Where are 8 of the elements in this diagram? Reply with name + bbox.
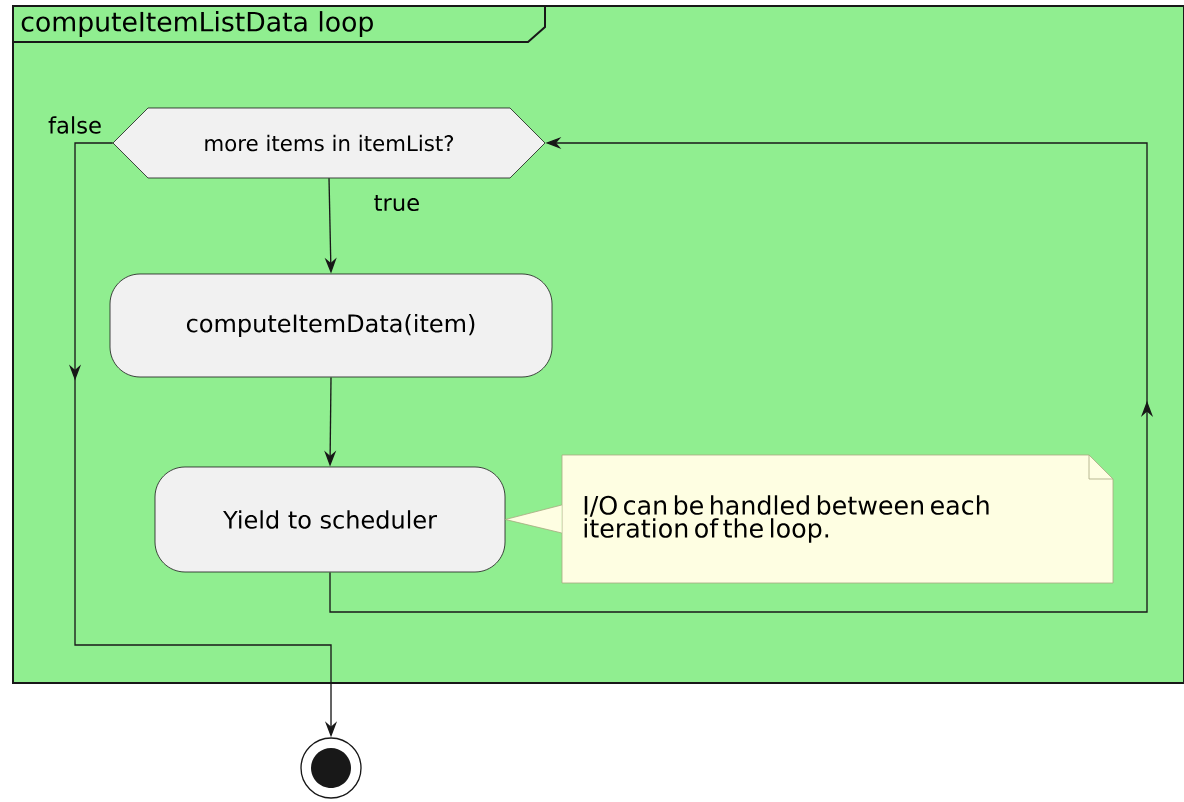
action-box: computeItemData(item)	[109, 273, 553, 378]
edge-label: false	[48, 116, 101, 134]
note: I/O can be handled between each iteration of the loop.	[561, 454, 1114, 584]
edge-label: true	[374, 194, 419, 212]
note-pointer	[505, 504, 563, 534]
action-box: Yield to scheduler	[154, 466, 506, 573]
end-symbol	[300, 737, 362, 799]
decision-hexagon: more items in itemList?	[112, 107, 546, 179]
